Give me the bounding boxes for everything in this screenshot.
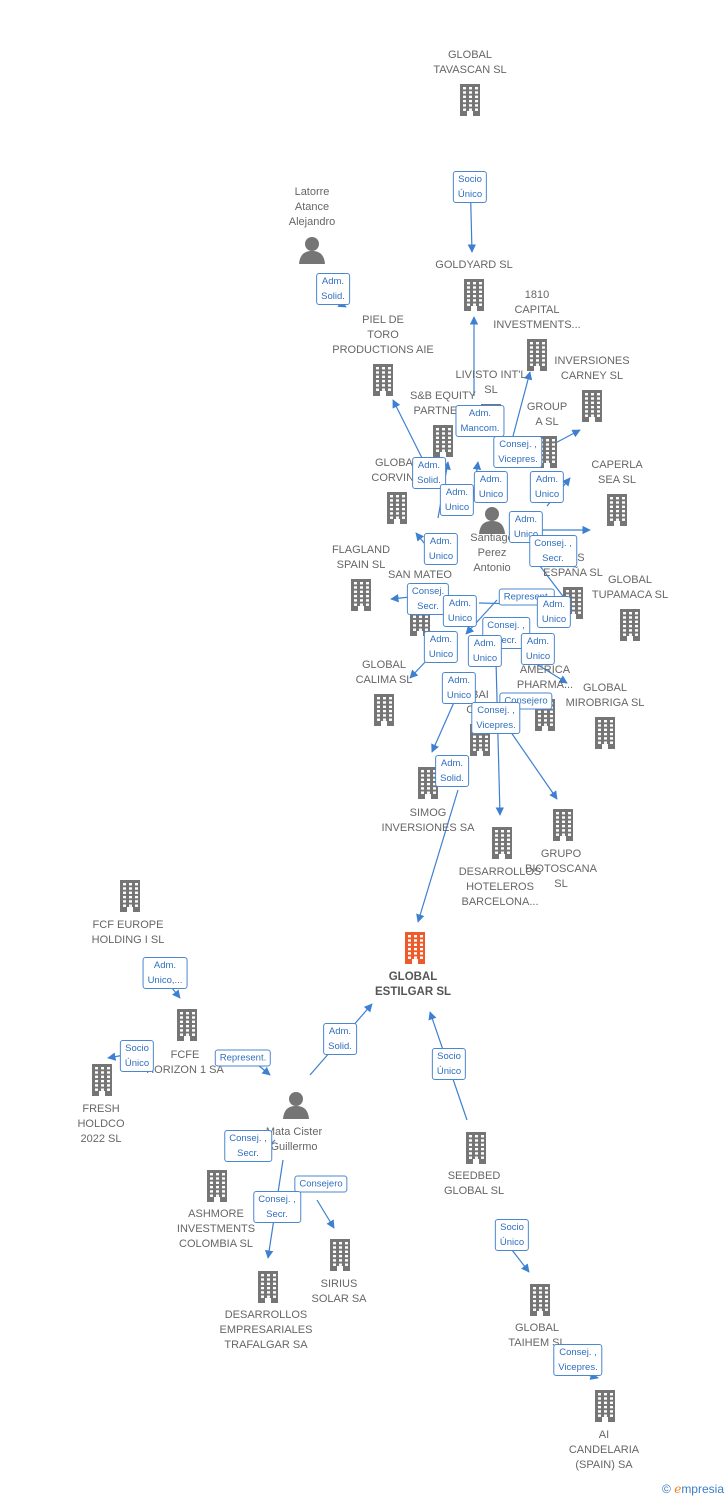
relation-tag[interactable]: Consej. , Vicepres.	[493, 436, 543, 468]
relation-tag[interactable]: Adm. Unico	[439, 484, 475, 516]
building-icon[interactable]	[403, 932, 427, 969]
relation-tag[interactable]: Consej. , Vicepres.	[471, 702, 521, 734]
relation-tag[interactable]: Adm. Unico	[529, 471, 565, 503]
building-icon[interactable]	[385, 492, 409, 529]
node-label: INVERSIONES CARNEY SL	[554, 355, 630, 382]
relation-tag[interactable]: Represent.	[214, 1049, 272, 1067]
node-label: GOLDYARD SL	[435, 259, 513, 271]
node-label: SIMOG INVERSIONES SA	[381, 807, 475, 834]
relation-tag[interactable]: Socio Único	[119, 1040, 155, 1072]
person-icon[interactable]	[298, 236, 326, 269]
relationship-edge	[465, 599, 498, 635]
relation-tag[interactable]: Adm. Unico	[536, 596, 572, 628]
relation-tag[interactable]: Socio Único	[431, 1048, 467, 1080]
node-label: GLOBAL MIROBRIGA SL	[565, 682, 645, 709]
building-icon[interactable]	[118, 880, 142, 917]
relation-tag[interactable]: Adm. Unico,...	[142, 957, 188, 989]
relationship-edge	[316, 1199, 335, 1229]
building-icon[interactable]	[416, 767, 440, 804]
relationship-edge	[257, 1064, 271, 1076]
relationship-edge	[392, 399, 425, 463]
building-icon[interactable]	[328, 1239, 352, 1276]
relation-tag[interactable]: Adm. Unico	[442, 595, 478, 627]
person-icon[interactable]	[282, 1091, 310, 1124]
building-icon[interactable]	[551, 809, 575, 846]
node-label: FRESH HOLDCO 2022 SL	[77, 1103, 125, 1145]
node-label: PIEL DE TORO PRODUCTIONS AIE	[332, 314, 434, 356]
building-icon[interactable]	[593, 1390, 617, 1427]
node-label: Latorre Atance Alejandro	[288, 186, 336, 228]
node-label: GLOBAL CALIMA SL	[355, 659, 413, 686]
building-icon[interactable]	[605, 494, 629, 531]
relation-tag[interactable]: Socio Único	[494, 1219, 530, 1251]
relation-tag[interactable]: Adm. Solid.	[435, 755, 469, 787]
node-label: SIRIUS SOLAR SA	[311, 1278, 367, 1305]
node-label: SEEDBED GLOBAL SL	[443, 1170, 505, 1197]
node-label: GLOBAL ESTILGAR SL	[374, 971, 452, 998]
node-label: AI CANDELARIA (SPAIN) SA	[568, 1429, 640, 1471]
relation-tag[interactable]: Socio Único	[452, 171, 488, 203]
node-label: AMERICA PHARMA...	[516, 664, 574, 691]
relationship-edge	[431, 699, 456, 753]
relation-tag[interactable]: Adm. Unico	[467, 635, 503, 667]
node-label: CAPERLA SEA SL	[591, 459, 643, 486]
relationship-edge	[511, 371, 533, 441]
relationship-edge	[511, 1249, 530, 1273]
building-icon[interactable]	[458, 84, 482, 121]
building-icon[interactable]	[580, 390, 604, 427]
building-icon[interactable]	[528, 1284, 552, 1321]
building-icon[interactable]	[371, 364, 395, 401]
relation-tag[interactable]: Adm. Solid.	[412, 457, 446, 489]
node-label: GLOBAL TUPAMACA SL	[591, 574, 669, 601]
node-label: FCF EUROPE HOLDING I SL	[91, 919, 165, 946]
relation-tag[interactable]: Adm. Unico	[441, 672, 477, 704]
relation-tag[interactable]: Consej. , Vicepres.	[553, 1344, 603, 1376]
relation-tag[interactable]: Adm. Unico	[423, 631, 459, 663]
node-label: FCFE HORIZON 1 SA	[146, 1049, 224, 1076]
node-label: GROUP A SL	[526, 401, 568, 428]
node-label: DESARROLLOS HOTELEROS BARCELONA...	[458, 866, 542, 908]
node-label: ASHMORE INVESTMENTS COLOMBIA SL	[176, 1208, 256, 1250]
node-label: GLOBAL TAVASCAN SL	[433, 49, 507, 76]
building-icon[interactable]	[372, 694, 396, 731]
empresia-logo: © empresia	[662, 1482, 724, 1496]
building-icon[interactable]	[593, 717, 617, 754]
node-label: GLOBAL CORVINO	[371, 457, 423, 484]
node-label: GRUPO BIOTOSCANA SL	[525, 848, 597, 890]
relation-tag[interactable]: Adm. Unico	[423, 533, 459, 565]
building-icon[interactable]	[205, 1170, 229, 1207]
relation-tag[interactable]: Adm. Unico	[473, 471, 509, 503]
relationship-edge	[390, 594, 411, 603]
relationship-edge	[416, 789, 459, 923]
building-icon[interactable]	[431, 425, 455, 462]
node-label: Santiago Perez Antonio	[470, 532, 514, 574]
relationship-edge	[507, 727, 558, 800]
building-icon[interactable]	[525, 339, 549, 376]
relation-tag[interactable]: Consej. , Secr.	[529, 535, 577, 567]
relationship-edge	[171, 987, 181, 999]
node-label: LIVISTO INT'L SL	[455, 369, 527, 396]
node-label: Mata Cister Guillermo	[265, 1126, 323, 1153]
node-label: DESARROLLOS EMPRESARIALES TRAFALGAR SA	[219, 1309, 313, 1351]
building-icon[interactable]	[464, 1132, 488, 1169]
node-label: FLAGLAND SPAIN SL	[331, 544, 391, 571]
relation-tag[interactable]: Consej. , Secr.	[253, 1191, 301, 1223]
building-icon[interactable]	[349, 579, 373, 616]
relation-tag[interactable]: Adm. Solid.	[316, 273, 350, 305]
node-label: 1810 CAPITAL INVESTMENTS...	[493, 289, 581, 331]
building-icon[interactable]	[490, 827, 514, 864]
person-icon[interactable]	[478, 506, 506, 539]
relation-tag[interactable]: Adm. Solid.	[323, 1023, 357, 1055]
building-icon[interactable]	[462, 279, 486, 316]
building-icon[interactable]	[175, 1009, 199, 1046]
relation-tag[interactable]: Consej. , Secr.	[224, 1130, 272, 1162]
relation-tag[interactable]: Adm. Unico	[520, 633, 556, 665]
relation-tag[interactable]: Consejero	[294, 1175, 348, 1193]
building-icon[interactable]	[90, 1064, 114, 1101]
relation-tag[interactable]: Adm. Mancom.	[455, 405, 505, 437]
building-icon[interactable]	[618, 609, 642, 646]
building-icon[interactable]	[256, 1271, 280, 1308]
